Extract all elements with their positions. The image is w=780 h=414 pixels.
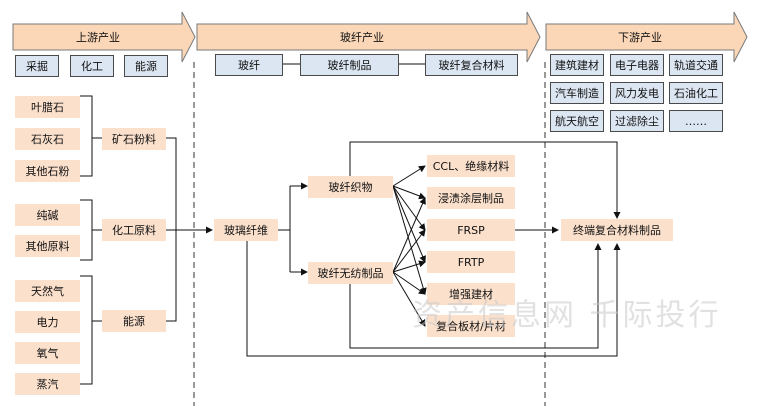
raw-soda-ash: 纯碱 (15, 204, 80, 226)
product-ccl: CCL、绝缘材料 (427, 155, 515, 177)
category-minerals: 矿石粉料 (102, 128, 166, 150)
nonwoven-node: 玻纤无纺制品 (308, 262, 393, 284)
mid-glass-fiber-box: 玻纤 (215, 54, 283, 76)
raw-other-powder: 其他石粉 (15, 160, 80, 182)
downstream-construction-box: 建筑建材 (550, 54, 604, 76)
category-chemicals: 化工原料 (102, 219, 166, 241)
raw-limestone: 石灰石 (15, 128, 80, 150)
bracket-chemicals (80, 199, 102, 261)
raw-pyrophyllite: 叶腊石 (15, 96, 80, 118)
midstream-band-label: 玻纤产业 (340, 31, 384, 44)
raw-electricity: 电力 (15, 311, 80, 333)
downstream-band-arrow (545, 11, 748, 63)
fiber-to-fabric-connectors (278, 182, 308, 276)
bracket-minerals (80, 95, 102, 177)
upstream-band-label: 上游产业 (76, 31, 120, 44)
product-frtp: FRTP (427, 251, 515, 273)
product-reinforced-building: 增强建材 (427, 283, 515, 305)
watermark: 资产信息网 千际投行 (412, 298, 722, 333)
downstream-wind-box: 风力发电 (610, 82, 664, 104)
raw-steam: 蒸汽 (15, 373, 80, 395)
downstream-filtration-box: 过滤除尘 (610, 110, 664, 132)
product-composite-sheet: 复合板材/片材 (427, 315, 515, 337)
downstream-band-label: 下游产业 (618, 31, 662, 44)
downstream-petrochem-box: 石油化工 (669, 82, 723, 104)
raw-natural-gas: 天然气 (15, 280, 80, 302)
downstream-rail-box: 轨道交通 (669, 54, 723, 76)
product-to-final-connectors (246, 141, 621, 357)
category-to-fiber-connectors (166, 137, 213, 322)
bracket-energy (80, 275, 102, 385)
woven-fabric-node: 玻纤织物 (308, 176, 393, 198)
midstream-band-arrow (196, 11, 541, 63)
product-frsp: FRSP (427, 219, 515, 241)
mid-fiber-products-box: 玻纤制品 (300, 54, 399, 76)
downstream-auto-box: 汽车制造 (550, 82, 604, 104)
mid-fiber-composites-box: 玻纤复合材料 (425, 54, 518, 76)
final-composite-products: 终端复合材料制品 (561, 219, 673, 241)
glass-fiber-node: 玻璃纤维 (214, 219, 278, 241)
upstream-energy-box: 能源 (124, 55, 168, 77)
raw-other-materials: 其他原料 (15, 235, 80, 257)
downstream-aerospace-box: 航天航空 (550, 110, 604, 132)
upstream-chemical-box: 化工 (70, 55, 114, 77)
upstream-mining-box: 采掘 (15, 55, 59, 77)
fabric-to-product-arrows (392, 165, 427, 327)
downstream-electronics-box: 电子电器 (610, 54, 664, 76)
category-energy: 能源 (102, 310, 166, 332)
raw-oxygen: 氧气 (15, 342, 80, 364)
downstream-more-box: …… (669, 110, 723, 132)
product-impregnated: 浸渍涂层制品 (427, 187, 515, 209)
upstream-band-arrow (12, 11, 196, 63)
